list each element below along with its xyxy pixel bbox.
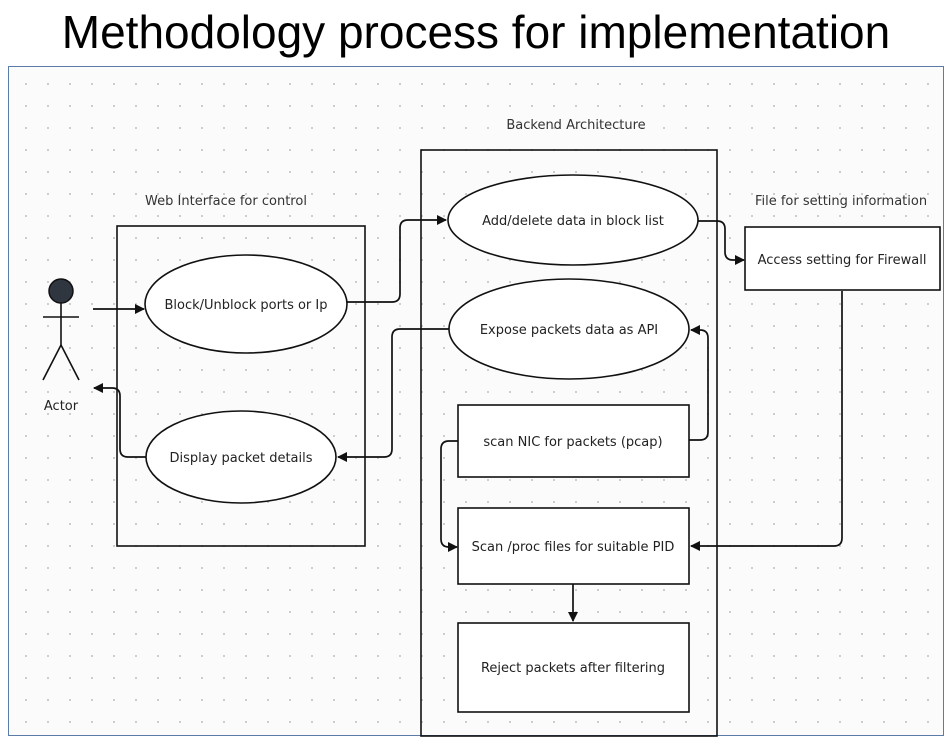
backend-architecture-label: Backend Architecture bbox=[506, 118, 645, 133]
connector-add-to-firewall bbox=[698, 220, 745, 265]
actor-icon bbox=[42, 278, 80, 381]
scan-nic-node bbox=[457, 404, 690, 478]
reject-label: Reject packets after filtering bbox=[481, 661, 665, 676]
connector-firewall-to-proc bbox=[690, 291, 843, 551]
connector-expose-to-display bbox=[337, 328, 449, 462]
display-packets-label: Display packet details bbox=[169, 451, 312, 466]
access-firewall-node bbox=[744, 226, 941, 291]
scan-proc-label: Scan /proc files for suitable PID bbox=[472, 540, 675, 555]
connector-nic-to-proc bbox=[440, 440, 458, 552]
connector-display-to-actor bbox=[93, 383, 146, 458]
backend-container bbox=[420, 149, 718, 737]
block-unblock-node bbox=[144, 254, 348, 354]
web-interface-label: Web Interface for control bbox=[145, 194, 307, 209]
access-firewall-label: Access setting for Firewall bbox=[758, 253, 927, 268]
page-title: Methodology process for implementation bbox=[61, 6, 891, 58]
web-interface-container bbox=[116, 225, 366, 547]
scan-proc-node bbox=[457, 507, 690, 585]
reject-node bbox=[457, 622, 690, 713]
expose-api-label: Expose packets data as API bbox=[480, 323, 658, 338]
file-settings-label: File for setting information bbox=[755, 194, 927, 209]
connector-block-to-add bbox=[347, 215, 447, 303]
diagram-canvas bbox=[8, 66, 944, 736]
add-delete-node bbox=[447, 174, 699, 266]
add-delete-label: Add/delete data in block list bbox=[482, 214, 664, 229]
scan-nic-label: scan NIC for packets (pcap) bbox=[483, 435, 662, 450]
actor-label: Actor bbox=[44, 399, 79, 414]
connector-nic-to-expose bbox=[689, 325, 709, 441]
block-unblock-label: Block/Unblock ports or Ip bbox=[165, 298, 328, 313]
